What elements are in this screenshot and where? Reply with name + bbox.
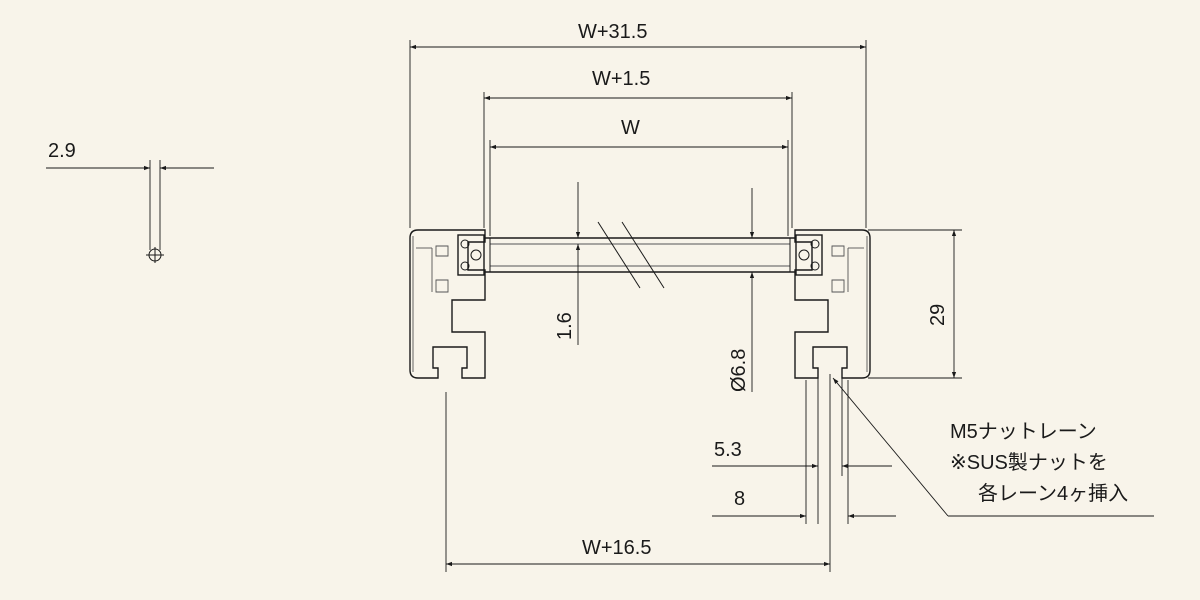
roller-assembly (457, 221, 823, 289)
frame-left (409, 229, 486, 379)
dimension-height-group: 29 (868, 229, 962, 379)
dimension-roller-width: W (621, 117, 640, 139)
top-dimensions: W+31.5 W+1.5 W (409, 21, 867, 236)
pitch-detail: 2.9 (46, 140, 214, 263)
dimension-plate-thickness: 1.6 (554, 312, 576, 340)
nut-lane-callout: M5ナットレーン ※SUS製ナットを 各レーン4ヶ挿入 (832, 377, 1154, 517)
dimension-roller-diameter-group: Ø6.8 (728, 188, 755, 392)
dimension-lane-width: 8 (734, 488, 745, 510)
dimension-lane-pitch: W+16.5 (582, 537, 651, 559)
dimension-pitch: 2.9 (48, 140, 76, 162)
dimension-lane-slot: 5.3 (714, 439, 742, 461)
dimension-overall-width: W+31.5 (578, 21, 647, 43)
lane-dimensions: W+16.5 5.3 8 (445, 374, 896, 572)
frame-right (794, 229, 871, 379)
dimension-inner-width: W+1.5 (592, 68, 650, 90)
dimension-height: 29 (927, 304, 949, 326)
dimension-roller-diameter: Ø6.8 (728, 349, 750, 392)
dimension-plate-thickness-group: 1.6 (554, 182, 581, 345)
note-line-1: M5ナットレーン (950, 421, 1097, 443)
note-line-2: ※SUS製ナットを (950, 451, 1108, 474)
note-line-3: 各レーン4ヶ挿入 (978, 482, 1128, 505)
